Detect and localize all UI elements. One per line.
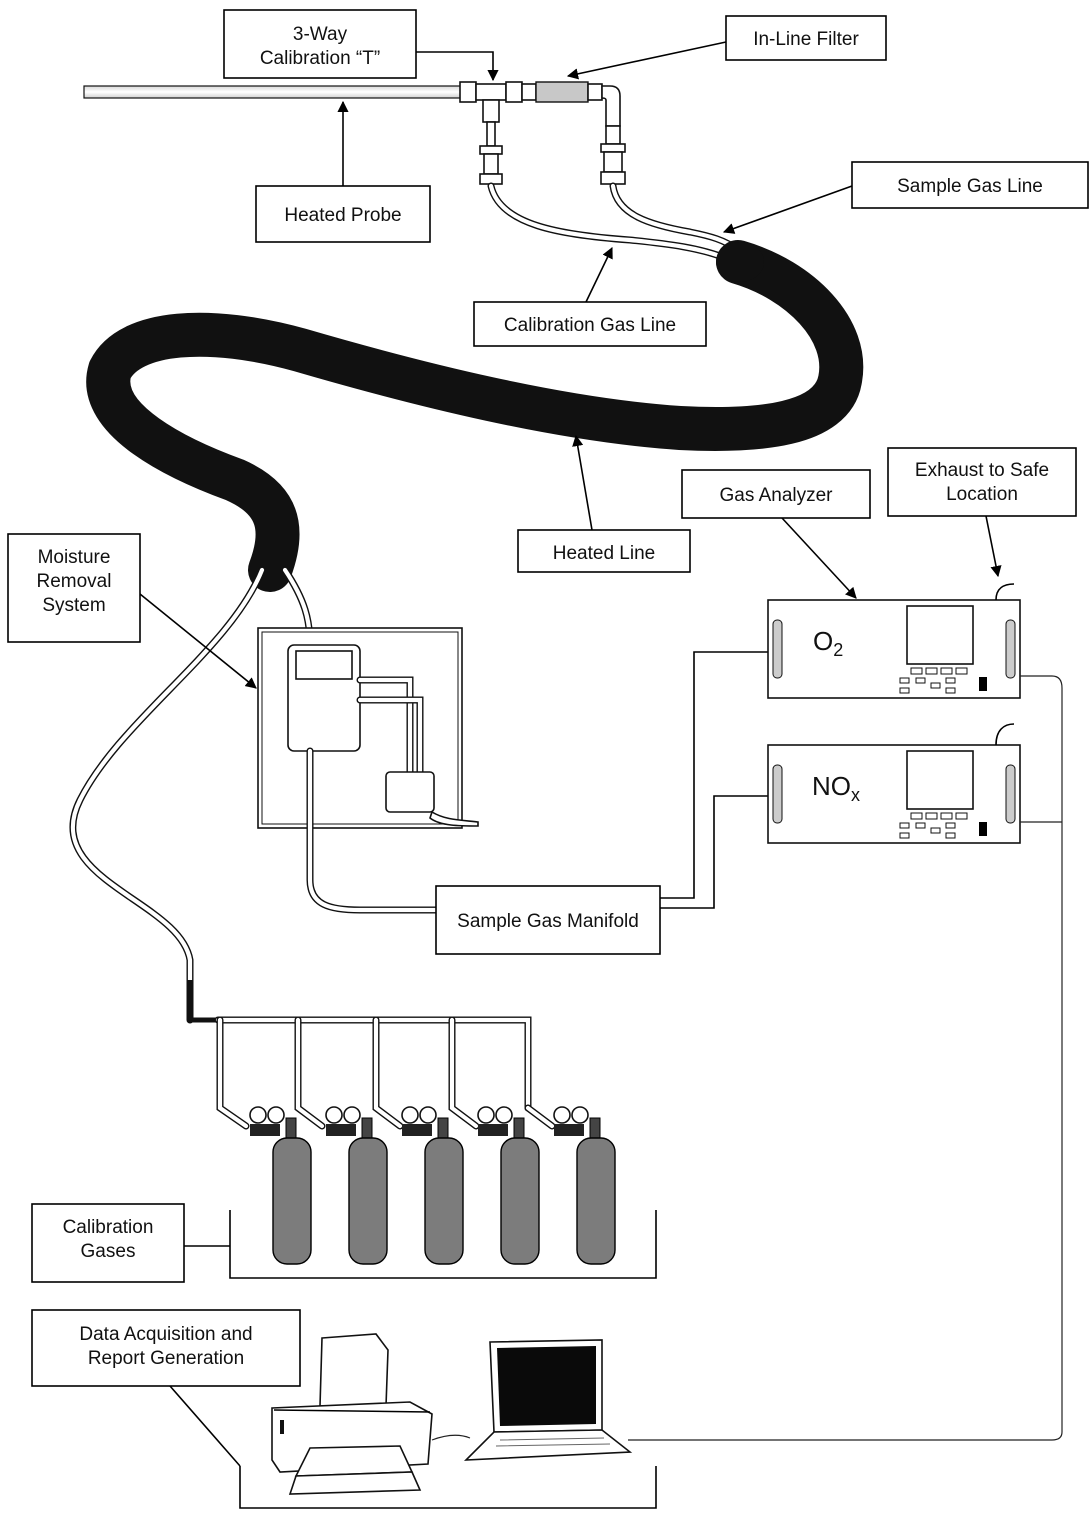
exhaust-callout: Exhaust to Safe Location xyxy=(887,447,1077,578)
inline-filter-callout: In-Line Filter xyxy=(566,15,887,80)
arrow-icon xyxy=(585,246,613,303)
heated-probe-callout: Heated Probe xyxy=(255,100,431,243)
calibration-gas-line-tube xyxy=(487,182,729,262)
sample-gas-line-callout: Sample Gas Line xyxy=(722,161,1089,234)
heated-line-callout: Heated Line xyxy=(517,434,691,573)
moisture-removal-unit xyxy=(257,627,479,829)
arrow-icon xyxy=(416,51,499,82)
svg-text:In-Line Filter: In-Line Filter xyxy=(753,29,859,50)
calibration-gas-line-callout: Calibration Gas Line xyxy=(473,246,707,347)
arrow-icon xyxy=(781,517,857,599)
sample-gas-line-tube xyxy=(609,182,742,254)
gas-cylinder-2 xyxy=(325,1106,388,1265)
heated-line-hose xyxy=(86,240,864,592)
nox-analyzer-label: NOx xyxy=(812,771,860,805)
sample-gas-manifold-box xyxy=(435,885,661,955)
svg-text:Moisture: Moisture xyxy=(38,547,111,568)
svg-text:Sample Gas Line: Sample Gas Line xyxy=(897,176,1043,197)
calibration-tee-callout: 3-Way Calibration “T” xyxy=(223,9,499,82)
svg-text:Exhaust to Safe: Exhaust to Safe xyxy=(915,460,1049,481)
calibration-supply-tube xyxy=(69,566,266,1024)
daq-bracket xyxy=(239,1466,657,1509)
o2-analyzer-label: O2 xyxy=(813,626,843,660)
svg-text:Calibration “T”: Calibration “T” xyxy=(260,48,380,69)
arrow-icon xyxy=(572,434,593,531)
nox-analyzer xyxy=(767,723,1021,844)
analyzer-data-cable xyxy=(628,675,1063,1441)
arrow-icon xyxy=(985,515,1002,578)
calibration-gases-callout: Calibration Gases xyxy=(31,1203,230,1283)
calibration-manifold xyxy=(187,980,556,1130)
data-acquisition-callout: Data Acquisition and Report Generation xyxy=(31,1309,301,1467)
moisture-removal-callout: Moisture Removal System xyxy=(7,533,257,689)
svg-text:Report Generation: Report Generation xyxy=(88,1348,244,1369)
svg-text:Heated Probe: Heated Probe xyxy=(284,205,401,226)
calibration-tee-fitting xyxy=(459,81,523,185)
dried-sample-tube xyxy=(306,747,440,914)
gas-cylinder-1 xyxy=(249,1106,312,1265)
gas-cylinder-4 xyxy=(477,1106,540,1265)
svg-text:Heated Line: Heated Line xyxy=(553,543,655,564)
arrow-icon xyxy=(139,593,257,689)
svg-text:System: System xyxy=(42,595,105,616)
laptop-icon xyxy=(463,1339,633,1461)
gas-cylinder-5 xyxy=(553,1106,616,1265)
calibration-gases-bracket xyxy=(229,1210,657,1279)
arrow-icon xyxy=(722,185,853,234)
heated-probe xyxy=(83,85,463,99)
svg-text:Gas Analyzer: Gas Analyzer xyxy=(720,485,834,506)
svg-text:3-Way: 3-Way xyxy=(293,24,348,45)
svg-text:Data Acquisition and: Data Acquisition and xyxy=(79,1324,252,1345)
gas-cylinder-3 xyxy=(401,1106,464,1265)
inline-filter xyxy=(521,81,626,185)
svg-text:Gases: Gases xyxy=(81,1241,136,1262)
printer-icon xyxy=(271,1333,471,1495)
analyzer-supply-wires xyxy=(660,651,768,909)
svg-text:Calibration Gas Line: Calibration Gas Line xyxy=(504,315,676,336)
sample-gas-manifold-label: Sample Gas Manifold xyxy=(457,911,639,932)
svg-text:Location: Location xyxy=(946,484,1018,505)
svg-text:Calibration: Calibration xyxy=(63,1217,154,1238)
svg-text:Removal: Removal xyxy=(37,571,112,592)
gas-analyzer-callout: Gas Analyzer xyxy=(681,469,871,599)
o2-analyzer xyxy=(767,583,1021,699)
arrow-icon xyxy=(566,41,727,80)
